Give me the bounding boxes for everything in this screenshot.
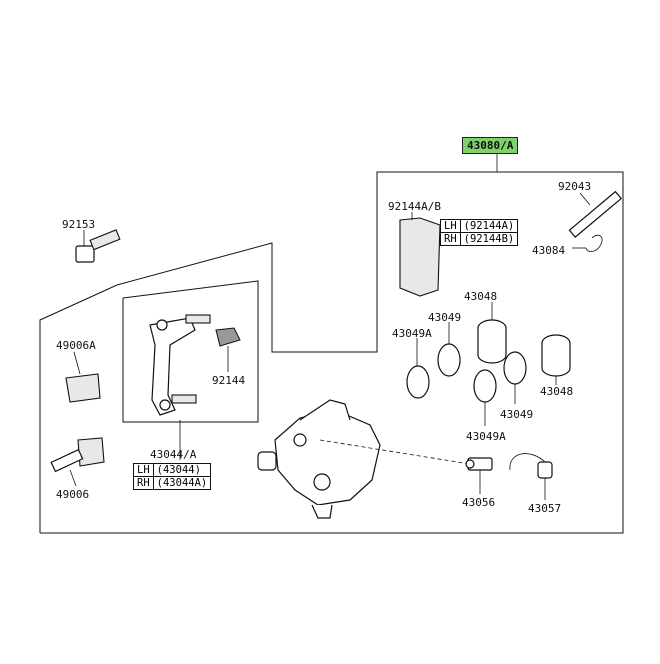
label-43056: 43056	[462, 496, 496, 509]
pad-spring-graphic	[399, 212, 441, 297]
label-92043: 92043	[558, 180, 592, 193]
seal-graphics	[406, 322, 527, 426]
table-92144-part-rh: (92144B)	[459, 232, 519, 246]
table-92144-part-lh: (92144A)	[459, 219, 519, 233]
label-43049-bottom: 43049	[500, 408, 534, 421]
holder-group-frame	[122, 280, 259, 423]
label-49006a: 49006A	[56, 339, 96, 352]
table-43044-part-lh: (43044)	[152, 463, 212, 477]
label-43049a-bottom: 43049A	[466, 430, 506, 443]
boot-graphic	[65, 351, 101, 403]
label-49006: 49006	[56, 488, 90, 501]
table-43044-side-lh: LH	[133, 463, 154, 477]
spring-clip-graphic	[215, 327, 241, 372]
table-43044: LH(43044) RH(43044A)	[133, 463, 212, 490]
label-43048-top: 43048	[464, 290, 498, 303]
label-43084: 43084	[532, 244, 566, 257]
table-92144-side-rh: RH	[440, 232, 461, 246]
label-43048-right: 43048	[540, 385, 574, 398]
label-43049-top: 43049	[428, 311, 462, 324]
label-92144: 92144	[212, 374, 246, 387]
label-43044a: 43044/A	[150, 448, 197, 461]
bolt-graphic	[75, 229, 121, 263]
assembly-frame	[39, 171, 624, 534]
table-43044-side-rh: RH	[133, 476, 154, 490]
label-43057: 43057	[528, 502, 562, 515]
caliper-body-graphic	[257, 399, 471, 519]
label-43080: 43080/A	[462, 137, 519, 154]
table-43044-part-rh: (43044A)	[152, 476, 212, 490]
label-92153: 92153	[62, 218, 96, 231]
holder-graphic	[149, 314, 211, 460]
cap-graphic	[509, 453, 553, 500]
table-92144-side-lh: LH	[440, 219, 461, 233]
bleed-valve-graphic	[465, 457, 493, 494]
piston-graphics	[477, 302, 571, 385]
label-43049a-left: 43049A	[392, 327, 432, 340]
shaft-graphic	[50, 437, 105, 487]
label-92144ab: 92144A/B	[388, 200, 441, 213]
pin-graphic	[568, 190, 623, 252]
table-92144: LH(92144A) RH(92144B)	[440, 219, 519, 246]
